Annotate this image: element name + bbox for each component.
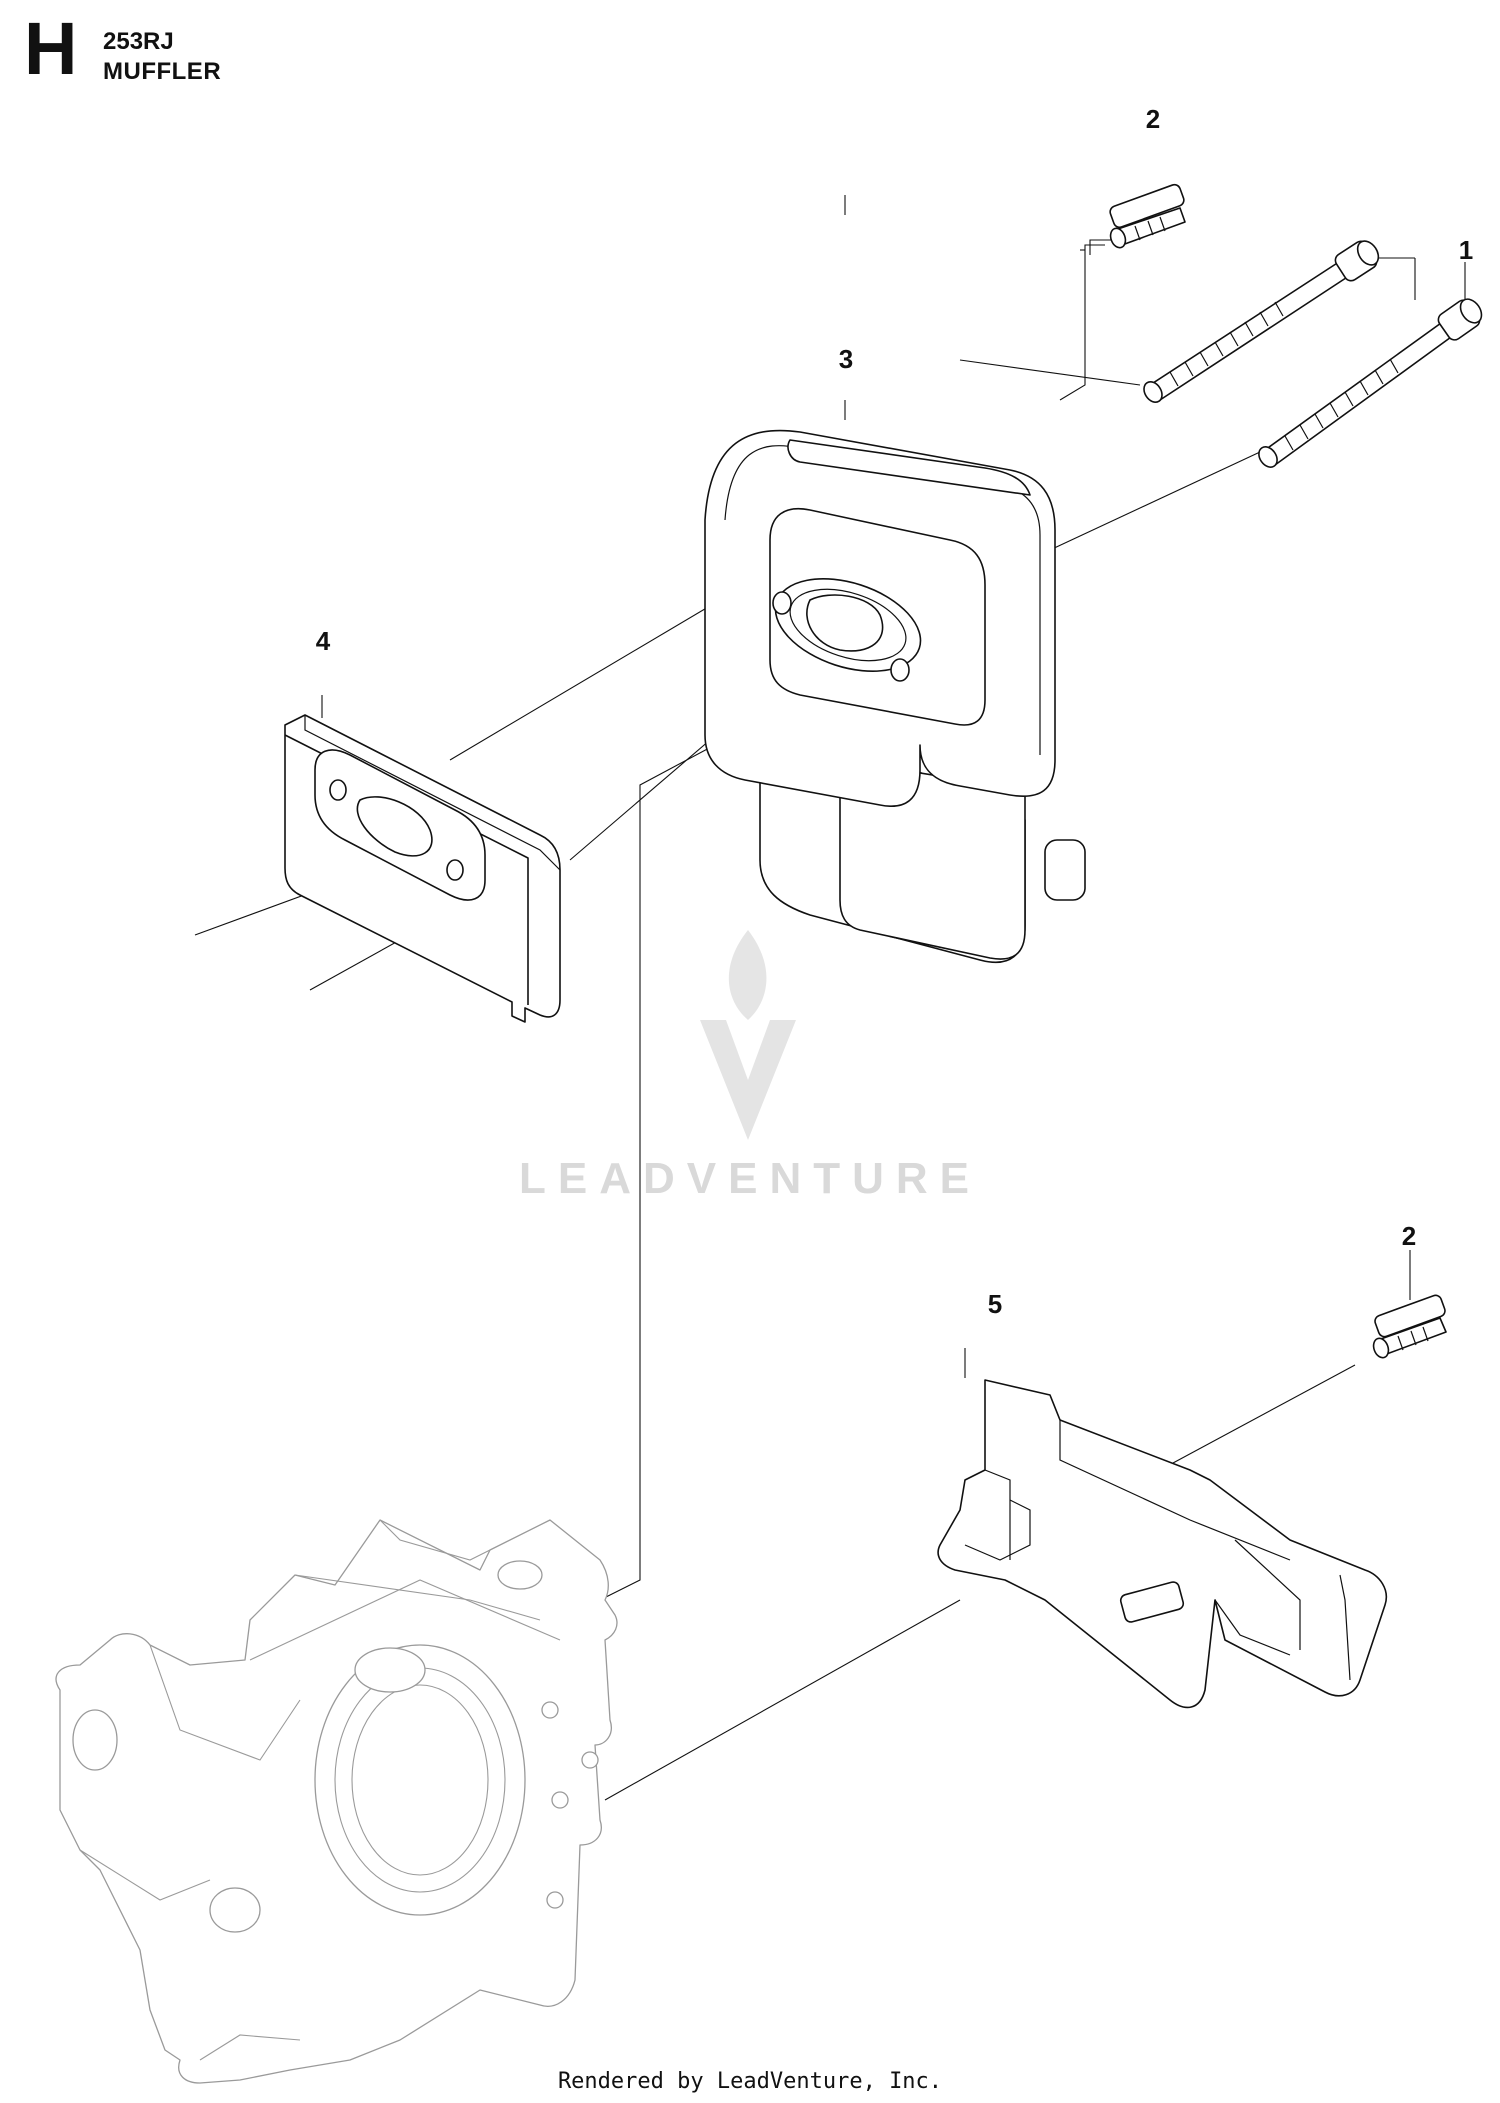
model-number: 253RJ: [103, 28, 174, 55]
section-letter: H: [24, 7, 78, 90]
footer-credit: Rendered by LeadVenture, Inc.: [557, 2069, 943, 2094]
part-4-gasket: [284, 714, 561, 1023]
callout-2-bottom: 2: [1402, 1221, 1416, 1251]
callout-2-top: 2: [1146, 104, 1160, 134]
watermark-text: LEADVENTURE: [519, 1154, 981, 1203]
callout-1: 1: [1459, 235, 1473, 265]
callout-4: 4: [316, 626, 331, 656]
part-1-bolts: [1143, 240, 1483, 468]
part-2-screw-bottom: [1372, 1294, 1447, 1359]
assembly-title: MUFFLER: [103, 58, 222, 85]
crankcase-reference: [55, 1519, 618, 2084]
watermark-logo: [700, 930, 796, 1140]
part-2-screw-top: [1109, 183, 1186, 249]
part-3-muffler: [704, 429, 1086, 964]
part-5-bracket: [937, 1379, 1387, 1709]
callout-3: 3: [839, 344, 853, 374]
callout-5: 5: [988, 1289, 1002, 1319]
